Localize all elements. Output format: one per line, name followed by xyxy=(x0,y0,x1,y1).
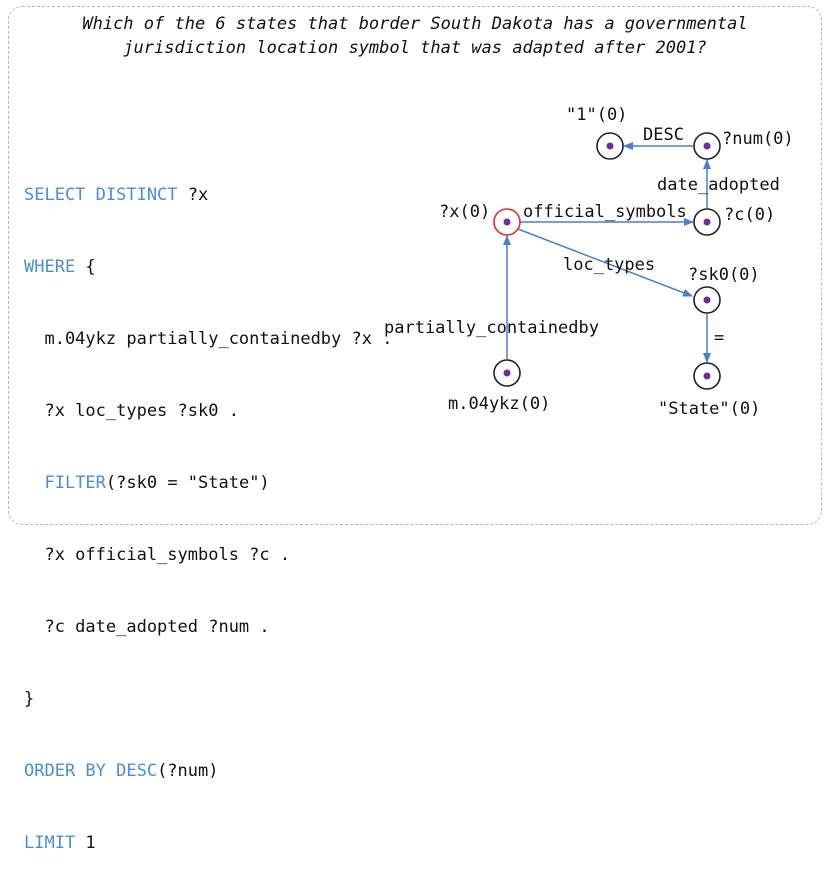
triple-line: ?x official_symbols ?c . xyxy=(24,545,291,565)
filter-line: FILTER(?sk0 = "State") xyxy=(24,471,392,495)
node-one xyxy=(596,132,624,160)
node-dot xyxy=(703,372,711,380)
triple-line: ?c date_adopted ?num . xyxy=(24,617,270,637)
node-label-num: ?num(0) xyxy=(722,129,794,149)
node-dot xyxy=(503,218,511,226)
where-open-brace: { xyxy=(75,257,96,277)
order-keyword: ORDER BY DESC xyxy=(24,761,158,781)
query-graph: official_symbols date_adopted DESC loc_t… xyxy=(384,105,794,419)
select-line: SELECT DISTINCT ?x xyxy=(24,183,392,207)
node-label-one: "1"(0) xyxy=(566,105,627,125)
where-keyword: WHERE xyxy=(24,257,76,277)
node-x xyxy=(493,208,521,236)
node-state xyxy=(693,362,721,390)
question-line-1: Which of the 6 states that border South … xyxy=(82,14,748,34)
triple-line: m.04ykz partially_containedby ?x . xyxy=(24,329,393,349)
node-num xyxy=(693,132,721,160)
node-label-m: m.04ykz(0) xyxy=(448,394,550,414)
limit-line: LIMIT 1 xyxy=(24,831,392,855)
node-label-c: ?c(0) xyxy=(724,205,775,225)
edge-loc-types xyxy=(517,228,693,297)
select-keyword: SELECT DISTINCT xyxy=(24,185,178,205)
node-label-sk0: ?sk0(0) xyxy=(688,265,760,285)
question-text: Which of the 6 states that border South … xyxy=(20,12,810,60)
edge-label-official-symbols: official_symbols xyxy=(523,202,687,222)
node-dot xyxy=(503,369,511,377)
filter-expression: (?sk0 = "State") xyxy=(105,473,270,493)
node-dot xyxy=(606,142,614,150)
edge-label-desc: DESC xyxy=(643,125,684,145)
close-brace-line: } xyxy=(24,689,35,709)
edge-label-equals: = xyxy=(714,328,724,348)
node-dot xyxy=(703,296,711,304)
edge-label-date-adopted: date_adopted xyxy=(657,175,780,195)
node-m xyxy=(493,359,521,387)
edge-label-loc-types: loc_types xyxy=(563,255,655,275)
triple-line: ?x loc_types ?sk0 . xyxy=(24,401,239,421)
node-label-x: ?x(0) xyxy=(439,202,490,222)
filter-keyword: FILTER xyxy=(44,473,106,493)
diagram-frame xyxy=(8,6,822,525)
question-line-2: jurisdiction location symbol that was ad… xyxy=(123,38,707,58)
limit-value: 1 xyxy=(75,833,96,853)
limit-keyword: LIMIT xyxy=(24,833,76,853)
node-c xyxy=(693,208,721,236)
node-dot xyxy=(703,142,711,150)
edge-label-partially-containedby: partially_containedby xyxy=(384,318,599,338)
order-line: ORDER BY DESC(?num) xyxy=(24,759,392,783)
where-line: WHERE { xyxy=(24,255,392,279)
node-sk0 xyxy=(693,286,721,314)
order-argument: (?num) xyxy=(157,761,219,781)
select-variable: ?x xyxy=(177,185,209,205)
node-label-state: "State"(0) xyxy=(658,399,760,419)
node-dot xyxy=(703,218,711,226)
